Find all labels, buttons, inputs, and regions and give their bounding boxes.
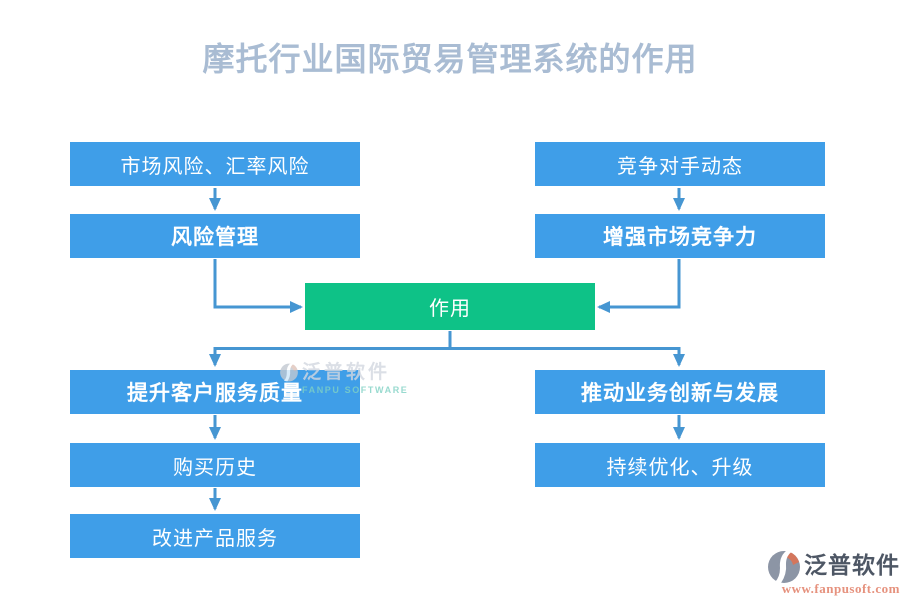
node-competitor-dynamics: 竞争对手动态 [535,142,825,186]
arrow-right-action-to-center [597,259,681,313]
node-market-risk: 市场风险、汇率风险 [70,142,360,186]
node-risk-management: 风险管理 [70,214,360,258]
fanpu-brand-text: 泛普软件 [804,553,900,578]
node-business-innovation: 推动业务创新与发展 [535,370,825,414]
arrow-left-action-to-center [213,259,303,313]
node-continuous-upgrade: 持续优化、升级 [535,443,825,487]
node-customer-service: 提升客户服务质量 [70,370,360,414]
node-purchase-history: 购买历史 [70,443,360,487]
node-center-role: 作用 [305,283,595,330]
node-improve-products: 改进产品服务 [70,514,360,558]
fanpu-logo: 泛普软件 www.fanpusoft.com [766,549,900,597]
fanpu-logo-icon [768,551,800,583]
fanpu-url-text: www.fanpusoft.com [781,581,900,596]
page-title: 摩托行业国际贸易管理系统的作用 [202,41,698,77]
node-market-competitiveness: 增强市场竞争力 [535,214,825,258]
